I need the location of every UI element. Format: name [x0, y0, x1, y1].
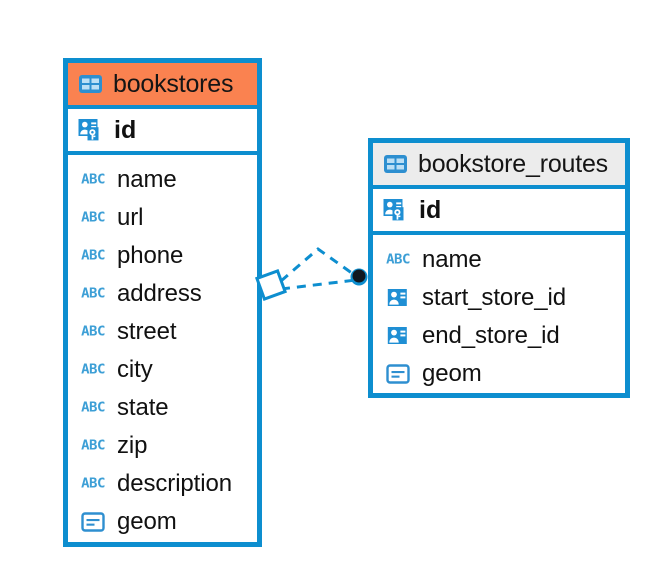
primary-key-icon	[383, 198, 409, 222]
field-row[interactable]: start_store_id	[373, 279, 625, 317]
field-row[interactable]: ABC state	[68, 389, 257, 427]
entity-bookstore-routes-primary-key-row[interactable]: id	[373, 189, 625, 235]
field-row[interactable]: ABC city	[68, 351, 257, 389]
field-row[interactable]: geom	[373, 355, 625, 393]
entity-bookstores-title: bookstores	[113, 69, 234, 98]
field-row[interactable]: ABC description	[68, 465, 257, 503]
abc-text-icon: ABC	[81, 362, 105, 378]
field-label: url	[117, 204, 144, 231]
field-label: name	[422, 246, 482, 273]
foreign-key-icon	[383, 288, 413, 308]
field-label: city	[117, 356, 153, 383]
field-row[interactable]: ABC url	[68, 199, 257, 237]
field-row[interactable]: ABC street	[68, 313, 257, 351]
geometry-icon	[78, 512, 108, 532]
entity-bookstore-routes-field-list: ABC name start_store_id	[373, 235, 625, 401]
field-label: zip	[117, 432, 148, 459]
entity-bookstore-routes-title: bookstore_routes	[418, 149, 608, 178]
abc-text-icon: ABC	[81, 324, 105, 340]
field-label: description	[117, 470, 232, 497]
entity-bookstores-primary-key-label: id	[114, 115, 137, 144]
abc-text-icon: ABC	[81, 476, 105, 492]
table-icon	[78, 74, 103, 94]
field-row[interactable]: ABC name	[68, 161, 257, 199]
abc-text-icon: ABC	[81, 286, 105, 302]
entity-bookstore-routes-header[interactable]: bookstore_routes	[373, 143, 625, 189]
entity-bookstores-primary-key-row[interactable]: id	[68, 109, 257, 155]
abc-text-icon: ABC	[81, 172, 105, 188]
field-row[interactable]: ABC zip	[68, 427, 257, 465]
field-label: name	[117, 166, 177, 193]
field-label: address	[117, 280, 202, 307]
field-row[interactable]: end_store_id	[373, 317, 625, 355]
entity-bookstore-routes-primary-key-label: id	[419, 195, 442, 224]
entity-bookstore-routes[interactable]: bookstore_routes id ABC name	[368, 138, 630, 398]
table-icon	[383, 154, 408, 174]
field-label: end_store_id	[422, 322, 560, 349]
field-row[interactable]: ABC phone	[68, 237, 257, 275]
relationship-line-lower	[280, 278, 357, 291]
field-label: state	[117, 394, 169, 421]
geometry-icon	[383, 364, 413, 384]
entity-bookstores-field-list: ABC name ABC url ABC phone ABC address A…	[68, 155, 257, 549]
primary-key-icon	[78, 118, 104, 142]
field-row[interactable]: geom	[68, 503, 257, 541]
field-label: geom	[422, 360, 482, 387]
field-label: phone	[117, 242, 184, 269]
abc-text-icon: ABC	[81, 248, 105, 264]
abc-text-icon: ABC	[386, 252, 410, 268]
field-label: start_store_id	[422, 284, 567, 311]
field-label: street	[117, 318, 177, 345]
abc-text-icon: ABC	[81, 400, 105, 416]
relationship-line-upper	[280, 247, 357, 283]
abc-text-icon: ABC	[81, 438, 105, 454]
foreign-key-icon	[383, 326, 413, 346]
abc-text-icon: ABC	[81, 210, 105, 226]
filled-circle-marker	[350, 268, 368, 286]
field-row[interactable]: ABC address	[68, 275, 257, 313]
field-row[interactable]: ABC name	[373, 241, 625, 279]
entity-bookstores-header[interactable]: bookstores	[68, 63, 257, 109]
entity-bookstores[interactable]: bookstores id ABC name ABC	[63, 58, 262, 547]
field-label: geom	[117, 508, 177, 535]
